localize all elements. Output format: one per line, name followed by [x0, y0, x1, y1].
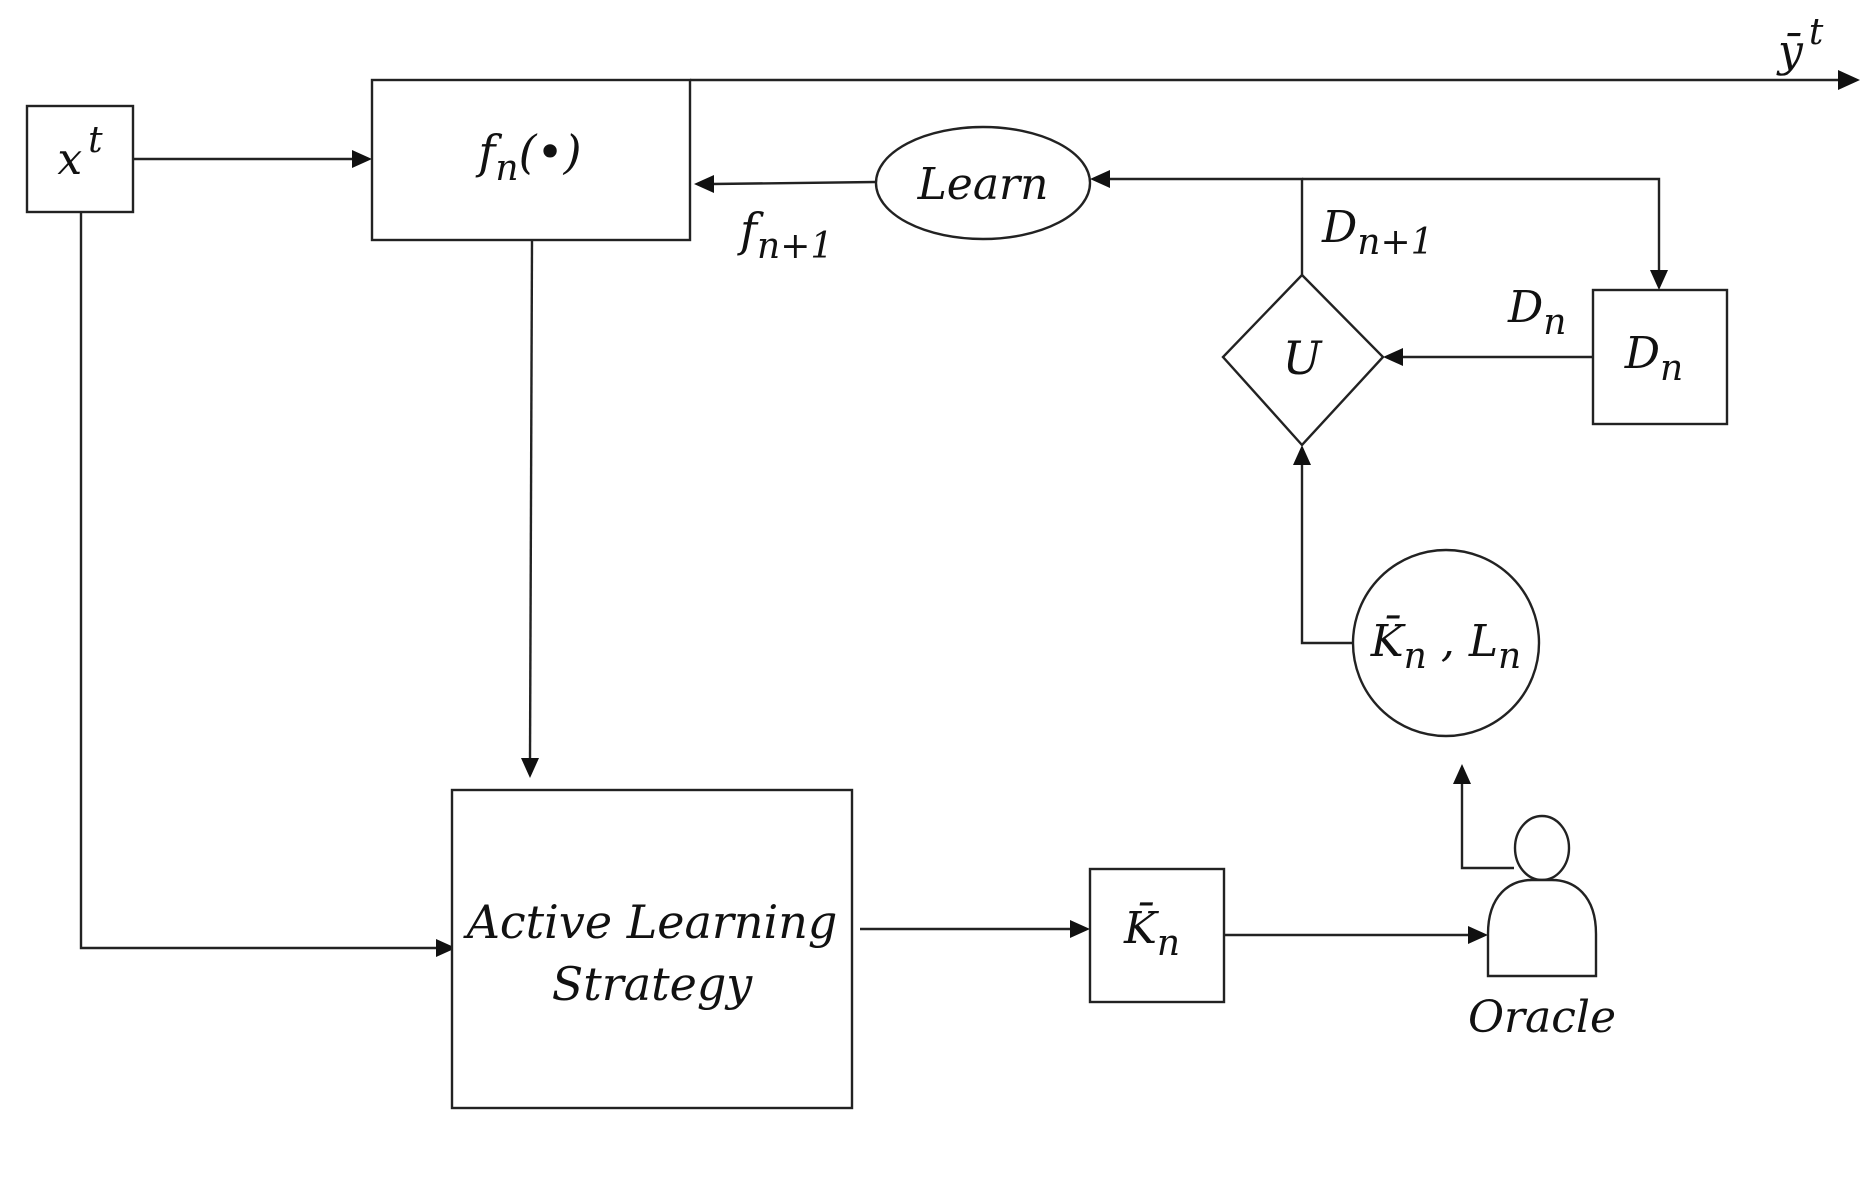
strategy-label-line2: Strategy	[552, 957, 754, 1011]
dataset-edge-label: Dn	[1507, 282, 1566, 343]
arrowhead-labeled-to-union	[1293, 445, 1311, 465]
model-update-label: fn+1	[737, 203, 833, 267]
arrowhead-learn-to-model	[694, 175, 714, 193]
union-label: U	[1283, 331, 1324, 385]
arrowhead-dataset-to-union	[1383, 348, 1403, 366]
oracle-label: Oracle	[1468, 992, 1616, 1043]
dataset-label: Dn	[1624, 328, 1683, 389]
selected-samples-box	[1088, 867, 1226, 1004]
dataset-box	[1591, 288, 1729, 426]
arrowhead-x-to-strategy	[436, 939, 456, 957]
strategy-box	[450, 788, 854, 1110]
labeled-set-label: K̄n , Ln	[1370, 614, 1521, 677]
learn-node	[874, 125, 1092, 241]
edge-merged-to-dataset	[1302, 177, 1661, 272]
model-box	[370, 78, 692, 242]
edge-oracle-to-labeled	[1460, 782, 1514, 870]
arrowhead-strategy-to-selected	[1070, 920, 1090, 938]
edge-union-to-learn	[1110, 177, 1304, 275]
strategy-label-line1: Active Learning	[463, 895, 838, 949]
edge-model-to-strategy	[528, 239, 534, 761]
labeled-set-node	[1351, 548, 1541, 738]
arrowhead-merged-to-dataset	[1650, 270, 1668, 290]
edge-x-to-strategy	[79, 212, 438, 950]
arrowhead-model-to-strategy	[521, 758, 539, 778]
merged-set-label: Dn+1	[1321, 202, 1434, 263]
union-node	[1221, 273, 1385, 447]
arrowhead-selected-to-oracle	[1468, 926, 1488, 944]
arrowhead-x-to-model	[352, 150, 372, 168]
edges	[79, 70, 1860, 957]
edge-learn-to-model	[711, 180, 877, 186]
oracle-person-icon	[1486, 814, 1598, 978]
x-input-box	[25, 104, 135, 214]
arrowhead-output	[1838, 70, 1860, 90]
arrowhead-oracle-to-labeled	[1453, 764, 1471, 784]
model-label: fn(•)	[475, 125, 581, 189]
arrowhead-union-to-learn	[1090, 170, 1110, 188]
learn-label: Learn	[917, 159, 1049, 210]
selected-samples-label: K̄n	[1123, 901, 1180, 964]
edge-labeled-to-union	[1300, 465, 1356, 645]
